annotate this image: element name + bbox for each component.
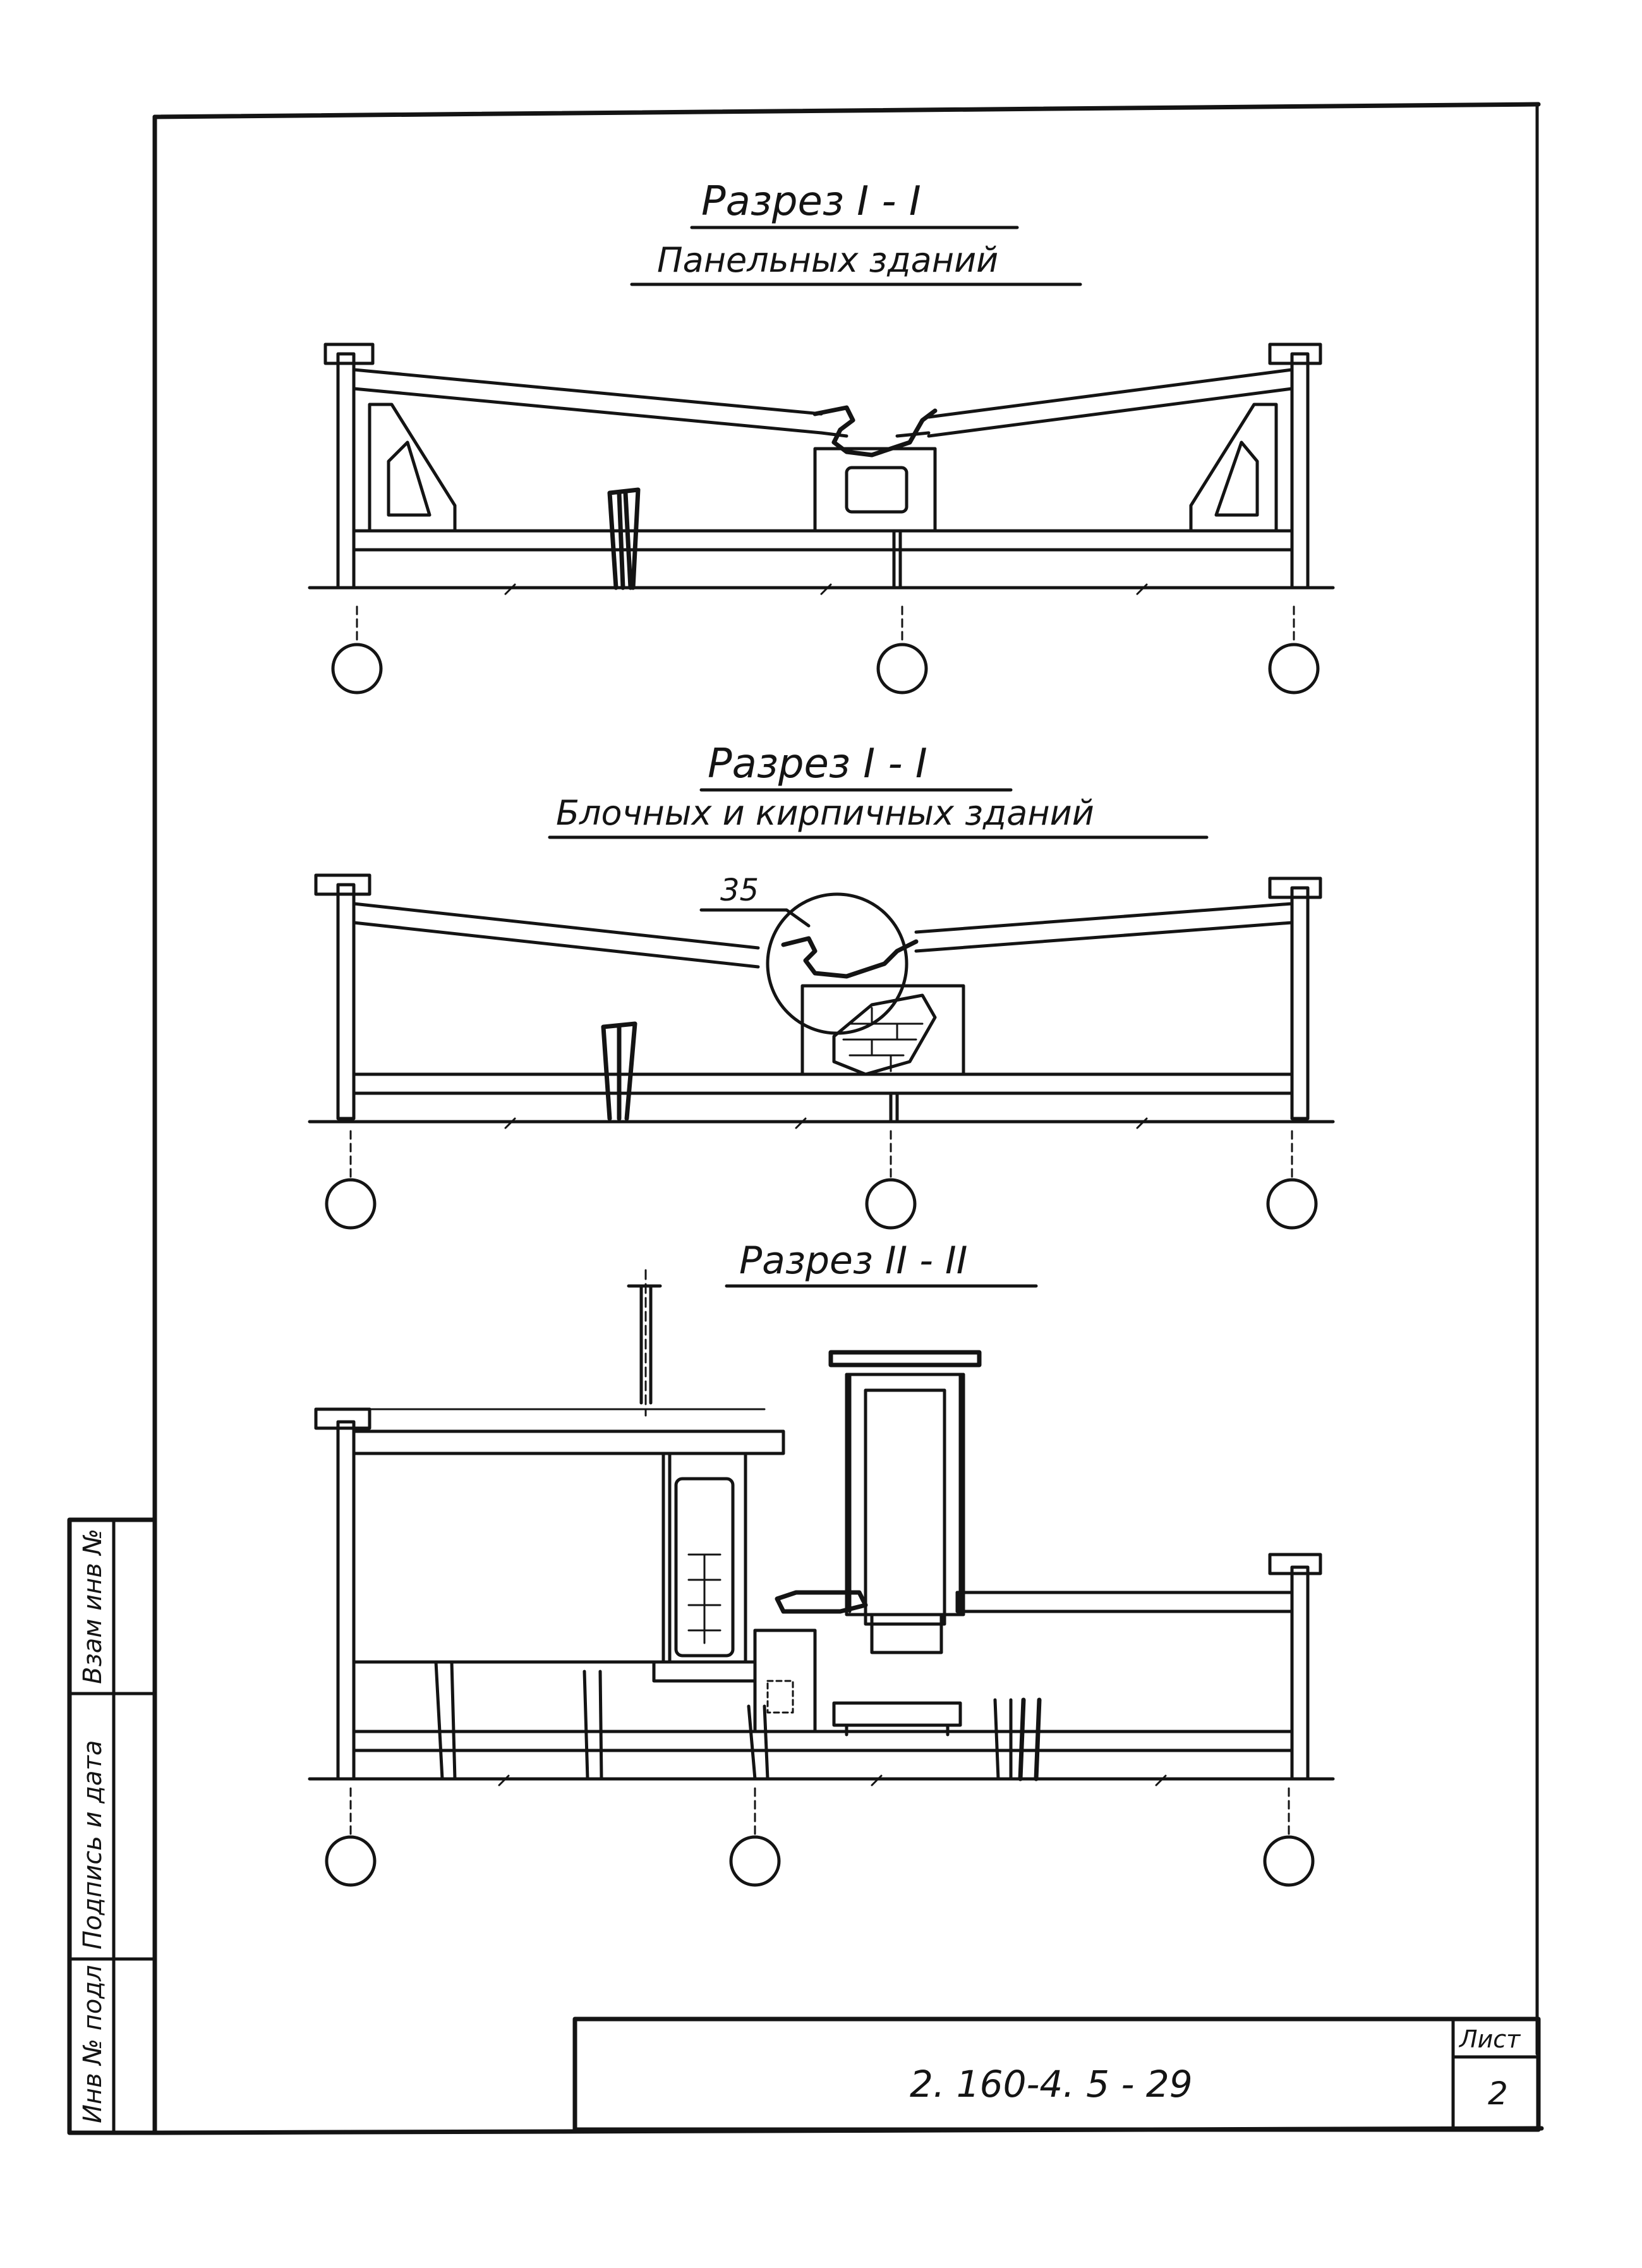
section-3-title: Разрез II - II (739, 1239, 967, 1283)
section-1-subtitle: Панельных зданий (657, 240, 998, 280)
title-block: 2. 160-4. 5 - 29 Лист 2 (572, 2016, 1541, 2132)
sheet-number: 2 (1488, 2075, 1508, 2112)
callout-35: 35 (720, 873, 759, 908)
section-2-title: Разрез I - I (708, 741, 927, 787)
side-stamp: Инв № подл Подпись и дата Взам инв № (67, 1517, 157, 2135)
section-2: Разрез I - I Блочных и кирпичных зданий … (308, 741, 1335, 1230)
sheet-label: Лист (1458, 2025, 1521, 2053)
section-1: Разрез I - I Панельных зданий (308, 178, 1335, 694)
stamp-inv-podl: Инв № подл (78, 1965, 107, 2123)
section-3: Разрез II - II (308, 1239, 1335, 1887)
drawing-code: 2. 160-4. 5 - 29 (910, 2063, 1193, 2106)
stamp-signature-date: Подпись и дата (78, 1740, 107, 1950)
section-1-title: Разрез I - I (701, 178, 921, 225)
stamp-vzam-inv: Взам инв № (78, 1529, 107, 1684)
section-2-subtitle: Блочных и кирпичных зданий (556, 793, 1094, 833)
